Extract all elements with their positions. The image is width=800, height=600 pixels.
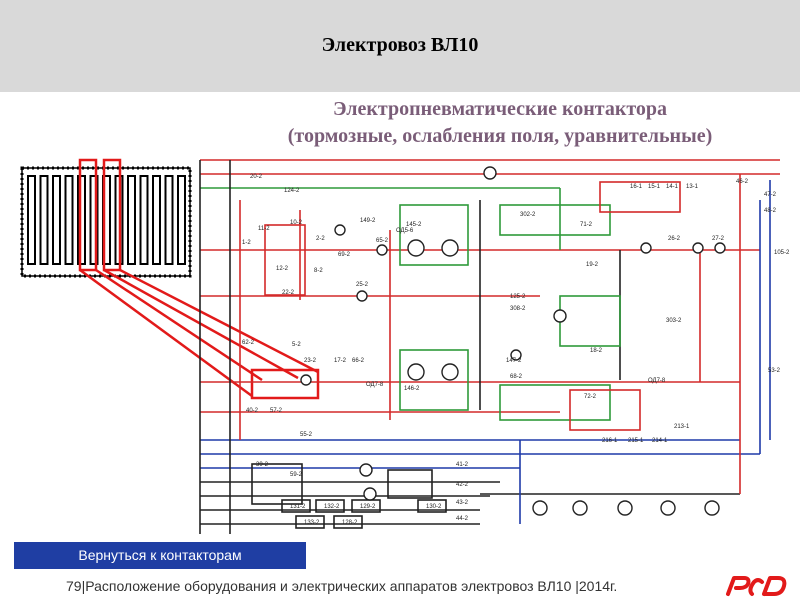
component-label: 213-1 [674, 424, 690, 430]
contactor-rack-image [20, 158, 192, 278]
component-label: 302-2 [520, 212, 536, 218]
component-label: 105-2 [774, 250, 790, 256]
motor-circles [300, 166, 726, 516]
component-label: 62-2 [242, 340, 255, 346]
footer-caption: 79|Расположение оборудования и электриче… [66, 578, 618, 594]
rack-bar [89, 175, 99, 265]
component-label: ОД7-8 [648, 378, 666, 384]
component-label: 124-2 [284, 188, 300, 194]
component-label: 19-2 [586, 262, 599, 268]
rack-bar [27, 175, 36, 265]
component-label: 17-2 [334, 358, 347, 364]
component-label: 22-2 [282, 290, 295, 296]
component-label: 133-2 [304, 520, 320, 526]
component-label: 25-2 [356, 282, 369, 288]
rack-bar [77, 175, 86, 265]
component-label: 132-2 [324, 504, 340, 510]
rack-bar [152, 175, 161, 265]
component-label: 26-2 [668, 236, 681, 242]
component-label: 23-2 [304, 358, 317, 364]
component-label: ОД7-8 [366, 382, 384, 388]
component-label: 15-1 [648, 184, 661, 190]
component-label: 16-1 [630, 184, 643, 190]
rack-bar [177, 175, 186, 265]
component-label: ОД5-6 [396, 228, 414, 234]
component-label: 59-2 [290, 472, 303, 478]
subtitle-line-2: (тормозные, ослабления поля, уравнительн… [287, 125, 713, 147]
component-label: 41-2 [456, 462, 469, 468]
diagram-subtitle: Электропневматические контактора (тормоз… [200, 96, 800, 150]
component-label: 47-2 [764, 192, 777, 198]
component-labels: 20-2 124-2 46-2 47-2 48-2 149-2 65-2 ОД5-6145-2… [242, 174, 790, 526]
component-label: 44-2 [456, 516, 469, 522]
footer-bar: 79|Расположение оборудования и электриче… [0, 570, 800, 600]
component-label: 46-2 [736, 179, 749, 185]
component-label: 130-2 [426, 504, 442, 510]
component-label: 8-2 [314, 268, 323, 274]
component-label: 20-2 [250, 174, 263, 180]
component-label: 1-2 [242, 240, 251, 246]
component-label: 216-1 [602, 438, 618, 444]
rack-bar [64, 175, 74, 265]
component-label: 66-2 [352, 358, 365, 364]
rack-bar [127, 175, 136, 265]
component-label: 18-2 [590, 348, 603, 354]
component-label: 40-2 [246, 408, 259, 414]
component-label: 39-2 [256, 462, 269, 468]
component-label: 214-1 [652, 438, 668, 444]
component-label: 128-2 [342, 520, 358, 526]
component-label: 72-2 [584, 394, 597, 400]
component-label: 215-1 [628, 438, 644, 444]
circuit-lines [199, 159, 780, 534]
component-label: 55-2 [300, 432, 313, 438]
component-label: 303-2 [666, 318, 682, 324]
component-label: 10-2 [290, 220, 303, 226]
page-title: Электровоз ВЛ10 [321, 34, 479, 56]
component-label: 27-2 [712, 236, 725, 242]
header-bar: Электровоз ВЛ10 [0, 0, 800, 92]
component-label: 65-2 [376, 238, 389, 244]
component-label: 145-2 [406, 222, 422, 228]
component-label: 48-2 [764, 208, 777, 214]
component-label: 146-2 [404, 386, 420, 392]
highlight-frame-left [78, 158, 98, 272]
highlight-connectors [79, 268, 320, 400]
highlight-area [250, 368, 320, 400]
component-label: 69-2 [338, 252, 351, 258]
component-label: 12-2 [276, 266, 289, 272]
component-label: 131-2 [290, 504, 306, 510]
rack-bar [39, 175, 49, 265]
rack-bar [52, 175, 61, 265]
component-label: 53-2 [768, 368, 781, 374]
component-label: 13-1 [686, 184, 699, 190]
component-label: 57-2 [270, 408, 283, 414]
component-label: 43-2 [456, 500, 469, 506]
component-label: 147-2 [506, 358, 522, 364]
back-to-contactors-button[interactable]: Вернуться к контакторам [14, 542, 306, 569]
component-label: 71-2 [580, 222, 593, 228]
component-label: 125-2 [510, 294, 526, 300]
component-label: 2-2 [316, 236, 325, 242]
rack-bar [139, 175, 149, 265]
component-label: 11-2 [258, 226, 270, 232]
component-label: 42-2 [456, 482, 469, 488]
component-label: 14-1 [666, 184, 679, 190]
component-label: 149-2 [360, 218, 376, 224]
component-label: 308-2 [510, 306, 526, 312]
rzd-logo-icon [726, 576, 787, 596]
highlight-frame-right [102, 158, 122, 272]
component-label: 129-2 [360, 504, 376, 510]
rack-bar [164, 175, 174, 265]
component-label: 5-2 [292, 342, 301, 348]
subtitle-line-1: Электропневматические контактора [332, 98, 668, 120]
component-label: 68-2 [510, 374, 523, 380]
